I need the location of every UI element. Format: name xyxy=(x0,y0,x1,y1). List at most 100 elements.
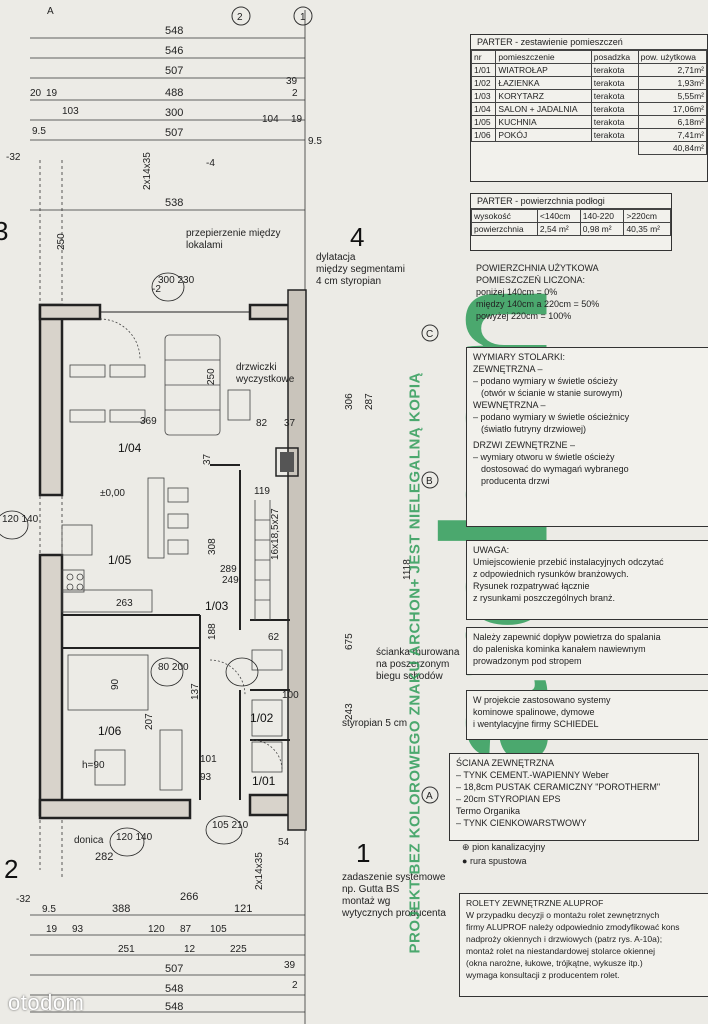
axis-label-a: A xyxy=(426,791,433,802)
text-line: W przypadku decyzji o montażu rolet zewn… xyxy=(466,910,660,920)
section-label-1: 1 xyxy=(356,838,370,868)
dim-top-3: 507 xyxy=(165,65,183,77)
legend-item: ● rura spustowa xyxy=(462,854,545,868)
text-line: powyżej 220cm = 100% xyxy=(476,311,572,321)
window-tags xyxy=(0,272,259,857)
rura-icon: ● xyxy=(462,856,468,866)
cell: 17,06m² xyxy=(637,102,708,116)
joinery-note: WYMIARY STOLARKI: ZEWNĘTRZNA – – podano … xyxy=(466,347,708,527)
stairs-top-dim: 2x14x35 xyxy=(142,152,153,190)
text-line: POMIESZCZEŃ LICZONA: xyxy=(476,275,586,285)
dim-369: 369 xyxy=(140,416,157,427)
level-label-minus-2: -2 xyxy=(152,284,161,295)
cell: WIATROŁAP xyxy=(495,63,592,77)
text-line: – TYNK CEMENT.-WAPIENNY Weber xyxy=(456,770,609,780)
dim-282: 282 xyxy=(95,851,113,863)
dim-287: 287 xyxy=(364,393,375,410)
dim-1118: 1118 xyxy=(402,559,413,580)
dim-top-1: 548 xyxy=(165,25,183,37)
text-line: Umiejscowienie przebić instalacyjnych od… xyxy=(473,557,664,567)
cell: terakota xyxy=(590,63,639,77)
cell: >220cm xyxy=(623,209,671,223)
text-line: prowadzonym pod stropem xyxy=(473,656,582,666)
partition-label-1: przepierzenie między xyxy=(186,228,281,239)
text-line: nadprożу okiennych i drzwiowych (patrz r… xyxy=(466,934,663,944)
text-line: firmy ALUPROF należy odpowiednio zmodyfi… xyxy=(466,922,680,932)
text-line: z rysunkami poszczególnych branż. xyxy=(473,593,616,603)
uwaga-note: UWAGA: Umiejscowienie przebić instalacyj… xyxy=(466,540,708,620)
cell: <140cm xyxy=(536,209,581,223)
text-line: i wentylacyjne firmy SCHIEDEL xyxy=(473,719,599,729)
dim-306: 306 xyxy=(344,393,355,410)
partition-label-2: lokalami xyxy=(186,240,223,251)
level-label-top: -32 xyxy=(6,152,21,163)
rooms-header-area: pow. użytkowa xyxy=(637,50,708,64)
section-label-2: 2 xyxy=(4,854,18,884)
drzwiczki-label-2: wyczystkowe xyxy=(235,374,295,385)
cell: KORYTARZ xyxy=(495,89,592,103)
rooms-header-nr: nr xyxy=(470,50,497,64)
text-line: ZEWNĘTRZNA – xyxy=(473,364,543,374)
otodom-logo: otodom xyxy=(8,990,85,1015)
cell: 1,93m² xyxy=(637,76,708,90)
text-line: – 18,8cm PUSTAK CERAMICZNY "POROTHERM" xyxy=(456,782,661,792)
dim-bottom-388: 388 xyxy=(112,903,130,915)
dim-bottom-39: 39 xyxy=(284,960,296,971)
dylatacja-label-3: 4 cm styropian xyxy=(316,276,381,287)
text-line: do paleniska kominka kanałem nawiewnym xyxy=(473,644,646,654)
zadaszenie-label-1: zadaszenie systemowe xyxy=(342,872,446,883)
text-line: między 140cm a 220cm = 50% xyxy=(476,299,600,309)
window-tag-80-200: 80 200 xyxy=(158,662,189,673)
cell: terakota xyxy=(590,102,639,116)
fireplace-air-note: Należy zapewnić dopływ powietrza do spal… xyxy=(466,627,708,675)
cell: 5,55m² xyxy=(637,89,708,103)
cell: 0,98 m² xyxy=(579,222,625,236)
dim-bottom-120: 120 xyxy=(148,924,165,935)
text-line: Termo Organika xyxy=(456,806,521,816)
text-line: – 20cm STYROPIAN EPS xyxy=(456,794,561,804)
dim-37: 37 xyxy=(284,418,296,429)
text-line: WEWNĘTRZNA – xyxy=(473,400,546,410)
furniture xyxy=(61,318,283,791)
wall-layers-note: ŚCIANA ZEWNĘTRZNA – TYNK CEMENT.-WAPIENN… xyxy=(449,753,699,841)
cell: 7,41m² xyxy=(637,128,708,142)
dim-207: 207 xyxy=(144,713,155,730)
dim-675: 675 xyxy=(344,633,355,650)
cell: 1/03 xyxy=(470,89,497,103)
window-tag-300-230-text: 300 230 xyxy=(158,275,195,286)
dim-top-6: 507 xyxy=(165,127,183,139)
table-row: wysokość <140cm 140-220 >220cm xyxy=(471,209,671,223)
text-line: kominowe spalinowe, dymowe xyxy=(473,707,595,717)
top-dimension-lines xyxy=(30,10,306,1024)
legend-label: rura spustowa xyxy=(469,856,527,866)
text-line: ROLETY ZEWNĘTRZNE ALUPROF xyxy=(466,898,604,908)
donica-label: donica xyxy=(74,835,104,846)
cell: 40,35 m² xyxy=(623,222,671,236)
rooms-table: nr pomieszczenie posadzka pow. użytkowa … xyxy=(470,50,708,155)
dim-top-small-9-5b: 9.5 xyxy=(308,136,322,147)
usable-area-note: POWIERZCHNIA UŻYTKOWA POMIESZCZEŃ LICZON… xyxy=(476,262,696,322)
zadaszenie-label-3: montaż wg xyxy=(342,896,390,907)
axis-label-c: C xyxy=(426,329,433,340)
text-line: DRZWI ZEWNĘTRZNE – xyxy=(473,440,575,450)
window-tag-120-140-b: 120 140 xyxy=(116,832,153,843)
dim-bottom-19: 19 xyxy=(46,924,58,935)
dim-top-small-20: 20 xyxy=(30,88,42,99)
legend-label: pion kanalizacyjny xyxy=(472,842,546,852)
dim-243: 243 xyxy=(344,703,355,720)
fireplace-block xyxy=(280,452,294,472)
dim-bottom-548b: 548 xyxy=(165,1001,183,1013)
zadaszenie-label-4: wytycznych producenta xyxy=(341,908,446,919)
h90-label: h=90 xyxy=(82,760,105,771)
floor-table-title: PARTER - powierzchnia podłogi xyxy=(471,194,671,209)
zadaszenie-label-2: np. Gutta BS xyxy=(342,884,400,895)
cell: terakota xyxy=(590,128,639,142)
dylatacja-label-2: między segmentami xyxy=(316,264,405,275)
interior-walls xyxy=(62,464,290,800)
dim-top-small-39: 39 xyxy=(286,76,298,87)
cell: 1/04 xyxy=(470,102,497,116)
